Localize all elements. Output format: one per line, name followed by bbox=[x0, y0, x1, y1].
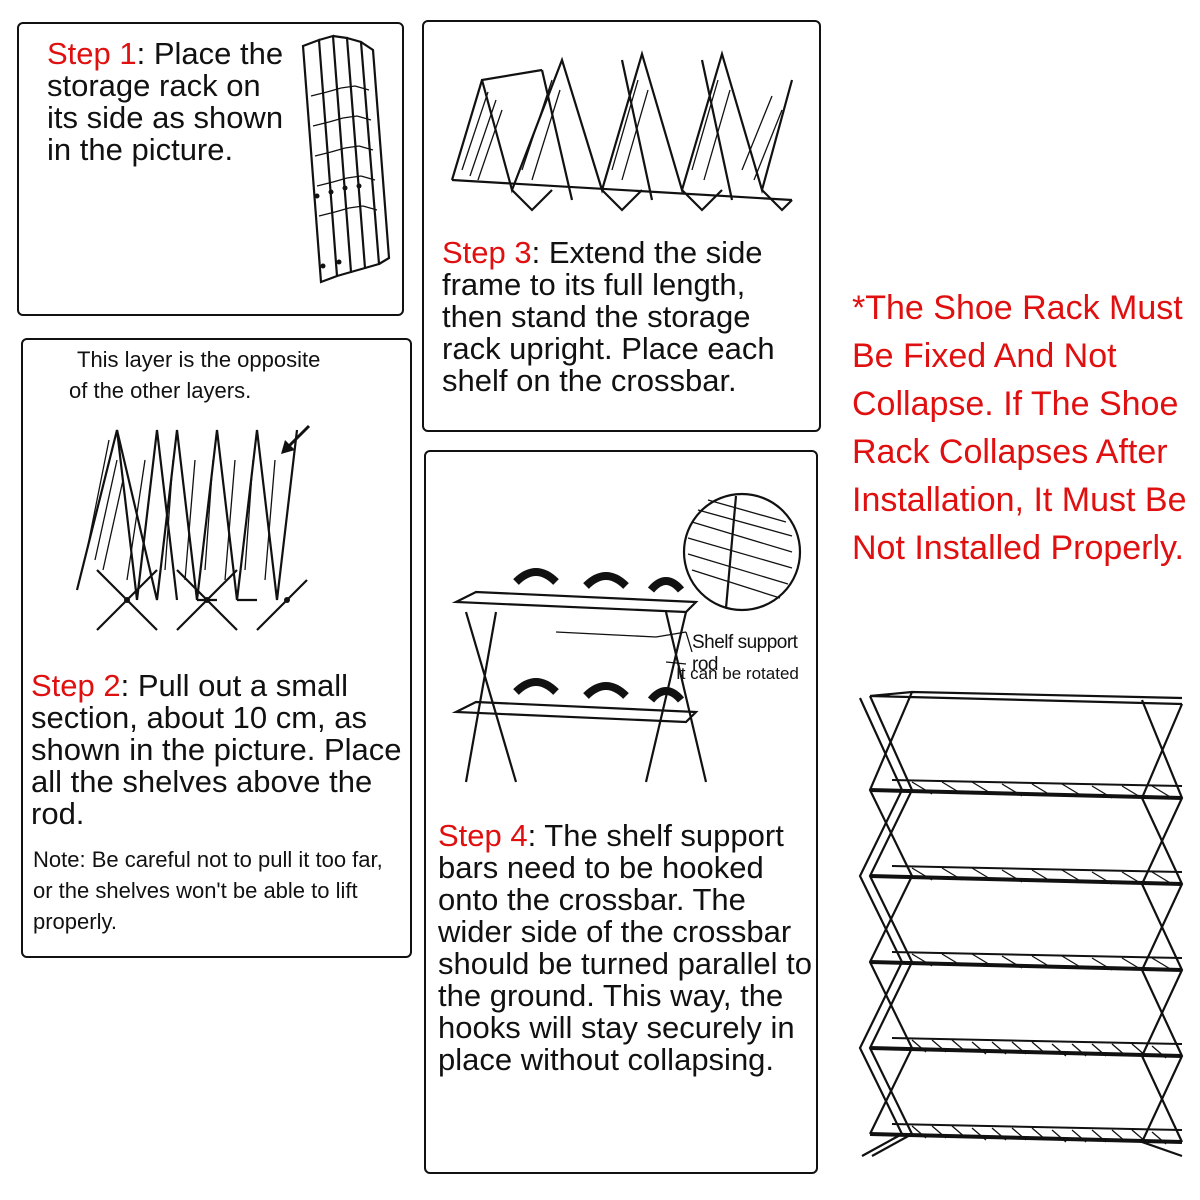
arrow-icon bbox=[281, 424, 311, 454]
step1-panel: Step 1: Place the storage rack on its si… bbox=[17, 22, 404, 316]
step1-instructions: Step 1: Place the storage rack on its si… bbox=[47, 38, 292, 166]
step3-instructions: Step 3: Extend the side frame to its ful… bbox=[442, 237, 814, 397]
step2-caption-line1: This layer is the opposite bbox=[77, 347, 321, 372]
step2-label: Step 2 bbox=[31, 668, 121, 703]
flat-extended-rack-illustration bbox=[450, 50, 794, 212]
step3-label: Step 3 bbox=[442, 235, 532, 270]
extended-rack-illustration bbox=[75, 429, 308, 631]
step2-caption-line2: of the other layers. bbox=[69, 378, 252, 403]
step2-panel: This layer is the opposite of the other … bbox=[21, 338, 412, 958]
step4-label: Step 4 bbox=[438, 818, 528, 853]
folded-rack-illustration bbox=[301, 34, 391, 284]
hook-detail-illustration bbox=[451, 492, 802, 783]
step2-text: : Pull out a small section, about 10 cm,… bbox=[31, 668, 402, 831]
step4-panel: Shelf support rod It can be rotated Step… bbox=[424, 450, 818, 1174]
step1-label: Step 1 bbox=[47, 36, 137, 71]
step2-note: Note: Be careful not to pull it too far,… bbox=[33, 847, 383, 934]
installation-warning: *The Shoe Rack Must Be Fixed And Not Col… bbox=[852, 289, 1187, 567]
step3-panel: Step 3: Extend the side frame to its ful… bbox=[422, 20, 821, 432]
step2-caption: This layer is the opposite of the other … bbox=[69, 344, 407, 406]
assembled-rack-illustration bbox=[858, 690, 1184, 1158]
step4-text: : The shelf support bars need to be hook… bbox=[438, 818, 812, 1077]
shelf-support-rod-label: Shelf support rod bbox=[692, 632, 798, 675]
rotatable-label: It can be rotated bbox=[676, 664, 799, 683]
step2-instructions: Step 2: Pull out a small section, about … bbox=[31, 670, 406, 830]
step3-text: : Extend the side frame to its full leng… bbox=[442, 235, 775, 398]
step4-instructions: Step 4: The shelf support bars need to b… bbox=[438, 820, 813, 1076]
step1-text: : Place the storage rack on its side as … bbox=[47, 36, 284, 167]
